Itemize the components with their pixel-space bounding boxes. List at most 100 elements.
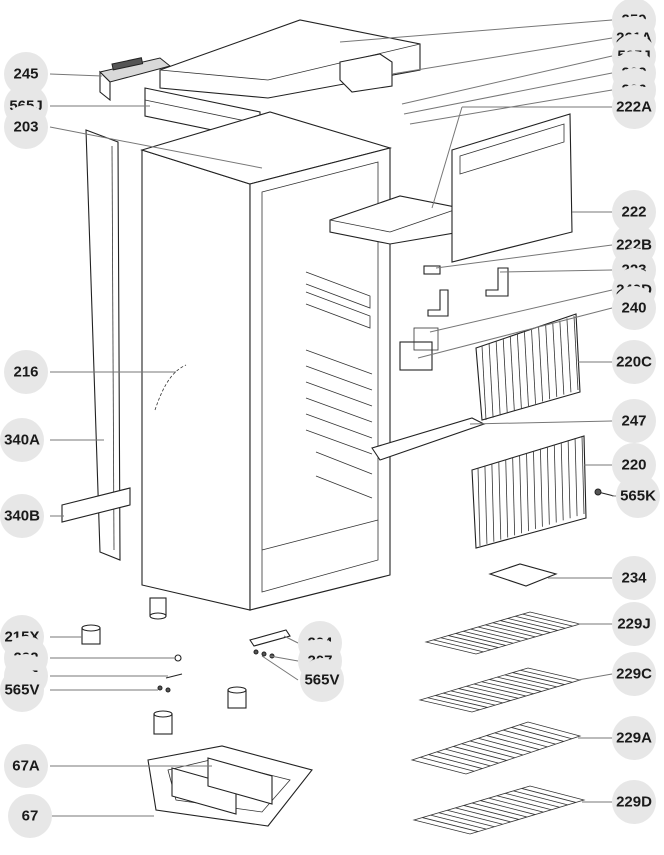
callouts-layer: 259 261A 565J 202 206 222A 222 222B 223 … — [0, 0, 660, 838]
wire-rod — [477, 626, 529, 640]
wire-rod — [478, 737, 532, 753]
cabinet-body — [140, 111, 393, 611]
wire-rod — [450, 690, 503, 704]
wire-rod — [522, 613, 573, 627]
bin-rib — [498, 461, 502, 540]
wire-rod — [463, 805, 519, 820]
wire-rod — [486, 735, 540, 750]
callout-340a: 340A — [0, 418, 44, 462]
wire-rod — [466, 685, 519, 699]
wire-rod — [463, 630, 514, 644]
leader-222a-2 — [431, 106, 463, 209]
parts-layer — [61, 19, 615, 835]
callout-222a: 222A — [612, 85, 656, 129]
wire-rod — [503, 729, 556, 745]
callout-67a: 67A — [4, 744, 48, 788]
wire-rod — [433, 639, 484, 653]
screws-565v-left — [157, 685, 171, 693]
bin-rib — [559, 320, 565, 395]
wire-rod — [511, 727, 564, 742]
bin-rib — [573, 315, 579, 391]
callout-67: 67 — [8, 794, 52, 838]
wire-rod — [481, 681, 534, 695]
bin-rib — [545, 325, 551, 400]
bin-rib — [566, 318, 572, 393]
wire-rod — [435, 695, 488, 708]
svg-text:222B: 222B — [616, 237, 652, 254]
bin-rib — [524, 332, 529, 407]
wire-shelf-229d — [412, 785, 586, 835]
wire-rod — [489, 679, 542, 692]
bin-rib — [491, 463, 495, 542]
wire-rod — [440, 637, 491, 651]
wire-rod — [428, 754, 483, 769]
leader-245 — [49, 73, 103, 77]
callout-203: 203 — [4, 105, 48, 149]
svg-text:234: 234 — [621, 570, 647, 587]
svg-text:229J: 229J — [617, 616, 650, 633]
wire-rod — [436, 751, 491, 767]
callout-565v-left: 565V — [0, 668, 44, 712]
callout-234: 234 — [612, 556, 656, 600]
leader-223 — [499, 269, 613, 273]
wire-rod — [469, 740, 524, 756]
svg-text:229A: 229A — [616, 730, 652, 747]
bin-rib — [481, 345, 487, 421]
wire-rod — [520, 669, 573, 683]
wire-rod — [455, 807, 511, 823]
svg-text:565V: 565V — [304, 672, 339, 689]
svg-text:67: 67 — [22, 808, 39, 825]
wire-rod — [512, 672, 565, 685]
small-clip-205 — [165, 673, 183, 679]
wire-rod — [480, 800, 536, 815]
bin-rib — [488, 343, 494, 418]
wire-rod — [500, 620, 551, 633]
wire-rod — [504, 674, 557, 688]
bin-rib — [512, 457, 516, 536]
bin-rib — [531, 329, 536, 404]
thermostat-box — [399, 327, 439, 371]
crisper-drawer — [147, 745, 313, 827]
svg-text:222A: 222A — [616, 99, 652, 116]
svg-text:216: 216 — [13, 364, 38, 381]
wire-rod — [445, 748, 499, 764]
leader-240 — [417, 307, 613, 359]
svg-text:67A: 67A — [12, 758, 40, 775]
wire-rod — [492, 622, 543, 636]
svg-text:565K: 565K — [620, 488, 656, 505]
leader-222b — [435, 244, 613, 269]
leader-240d — [429, 289, 613, 333]
ice-tray — [488, 563, 558, 587]
wire-rod — [430, 814, 487, 830]
bin-rib — [502, 339, 508, 414]
cabinet-shelf-rails — [261, 271, 379, 551]
wire-shelf-229a — [410, 721, 582, 775]
bin-rib — [538, 327, 544, 402]
wire-rod — [507, 618, 558, 631]
wire-rod — [505, 792, 560, 808]
bin-rib — [540, 448, 543, 527]
callout-222: 222 — [612, 190, 656, 234]
callout-565k: 565K — [616, 474, 660, 518]
freezer-box — [329, 195, 461, 245]
wire-rod — [458, 688, 511, 701]
leader-247 — [469, 420, 613, 425]
leader-207 — [269, 655, 299, 662]
foot-lower-1 — [227, 686, 247, 709]
bin-rib — [567, 440, 571, 519]
wire-rod — [497, 676, 550, 690]
wire-rod — [485, 624, 536, 638]
leader-204 — [283, 635, 299, 644]
leader-565j-right — [401, 55, 613, 105]
leader-203 — [49, 126, 263, 169]
callout-229a: 229A — [612, 716, 656, 760]
bin-rib — [519, 455, 522, 534]
bin-rib — [533, 450, 536, 529]
hinge-parts — [423, 265, 509, 317]
bin-rib — [574, 438, 578, 517]
callout-247: 247 — [612, 399, 656, 443]
bin-rib — [509, 336, 515, 411]
callout-340b: 340B — [0, 494, 44, 538]
bin-rib — [560, 442, 564, 521]
